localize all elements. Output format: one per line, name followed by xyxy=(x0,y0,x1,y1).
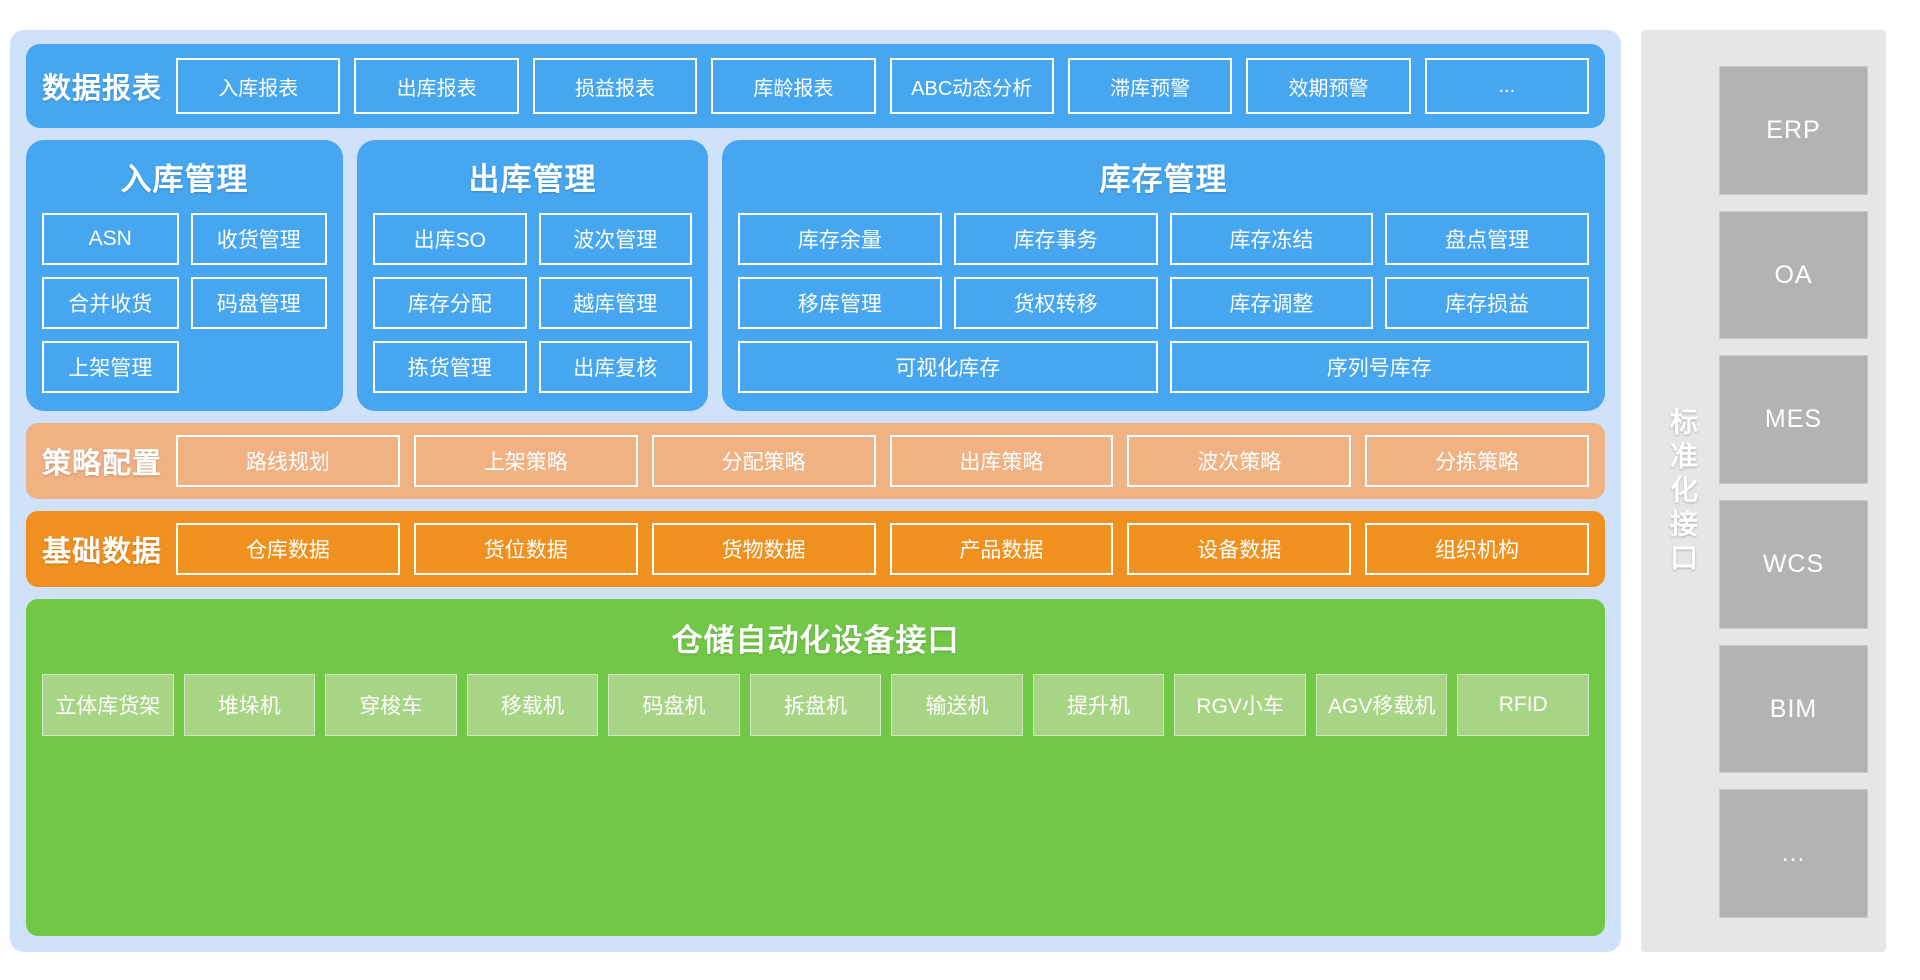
base-data-title: 基础数据 xyxy=(42,536,163,568)
data-reports-title: 数据报表 xyxy=(42,73,163,105)
inbound-title: 入库管理 xyxy=(120,162,249,197)
inbound-chip-receipt[interactable]: 收货管理 xyxy=(190,213,327,265)
strategy-chip-sorting[interactable]: 分拣策略 xyxy=(1365,435,1589,487)
strategy-chip-putaway[interactable]: 上架策略 xyxy=(413,435,638,487)
automation-title: 仓储自动化设备接口 xyxy=(671,623,960,658)
inbound-chip-empty xyxy=(191,341,328,393)
system-chip-more[interactable]: ... xyxy=(1719,789,1868,919)
base-data-row: 基础数据 仓库数据 货位数据 货物数据 产品数据 设备数据 组织机构 xyxy=(26,511,1605,587)
device-chip-palletizer[interactable]: 码盘机 xyxy=(608,674,740,736)
main-panel: 数据报表 入库报表 出库报表 损益报表 库龄报表 ABC动态分析 滞库预警 效期… xyxy=(10,30,1621,952)
basedata-chip-device[interactable]: 设备数据 xyxy=(1127,523,1352,575)
outbound-chip-allocation[interactable]: 库存分配 xyxy=(373,277,527,329)
data-reports-row: 数据报表 入库报表 出库报表 损益报表 库龄报表 ABC动态分析 滞库预警 效期… xyxy=(26,44,1605,128)
inbound-chip-asn[interactable]: ASN xyxy=(42,213,179,265)
basedata-chip-goods[interactable]: 货物数据 xyxy=(651,523,876,575)
report-chip-aging[interactable]: 库龄报表 xyxy=(711,58,876,114)
strategy-chip-route[interactable]: 路线规划 xyxy=(176,435,400,487)
system-chip-oa[interactable]: OA xyxy=(1719,210,1868,340)
system-chip-bim[interactable]: BIM xyxy=(1719,644,1868,774)
device-chip-lifter[interactable]: 提升机 xyxy=(1032,674,1165,736)
inbound-chip-merge-receipt[interactable]: 合并收货 xyxy=(42,277,179,329)
device-chip-rgv[interactable]: RGV小车 xyxy=(1174,674,1306,736)
report-chip-outbound[interactable]: 出库报表 xyxy=(354,58,519,114)
stock-title: 库存管理 xyxy=(1099,162,1228,197)
stock-chip-adjustment[interactable]: 库存调整 xyxy=(1169,277,1374,329)
outbound-title: 出库管理 xyxy=(468,162,597,197)
stock-row-2: 移库管理 货权转移 库存调整 库存损益 xyxy=(738,277,1589,329)
report-chip-abc[interactable]: ABC动态分析 xyxy=(889,58,1054,114)
outbound-chip-wave[interactable]: 波次管理 xyxy=(538,213,692,265)
stock-chip-visual[interactable]: 可视化库存 xyxy=(738,341,1158,393)
stock-chip-transaction[interactable]: 库存事务 xyxy=(953,213,1158,265)
automation-device-grid: 立体库货架 堆垛机 穿梭车 移载机 码盘机 拆盘机 输送机 提升机 RGV小车 … xyxy=(42,674,1590,736)
inbound-row-3: 上架管理 xyxy=(42,341,327,393)
stock-chip-balance[interactable]: 库存余量 xyxy=(738,213,942,265)
device-chip-agv[interactable]: AGV移载机 xyxy=(1315,674,1448,736)
management-row: 入库管理 ASN 收货管理 合并收货 码盘管理 上架管理 出库管理 出库 xyxy=(26,140,1605,411)
inbound-row-1: ASN 收货管理 xyxy=(42,213,327,265)
stock-chip-ownership[interactable]: 货权转移 xyxy=(953,277,1158,329)
device-chip-rfid[interactable]: RFID xyxy=(1457,674,1590,736)
device-chip-asrs-rack[interactable]: 立体库货架 xyxy=(42,674,174,736)
system-chip-erp[interactable]: ERP xyxy=(1719,66,1868,195)
strategy-chip-outbound[interactable]: 出库策略 xyxy=(889,435,1114,487)
outbound-chip-crossdock[interactable]: 越库管理 xyxy=(538,277,692,329)
device-chip-shuttle[interactable]: 穿梭车 xyxy=(325,674,457,736)
outbound-row-3: 拣货管理 出库复核 xyxy=(373,341,692,393)
outbound-chip-picking[interactable]: 拣货管理 xyxy=(373,341,527,393)
inbound-chip-putaway[interactable]: 上架管理 xyxy=(42,341,179,393)
sidebar-system-list: ERP OA MES WCS BIM ... xyxy=(1719,66,1868,919)
basedata-chip-org[interactable]: 组织机构 xyxy=(1365,523,1589,575)
system-chip-mes[interactable]: MES xyxy=(1719,355,1868,485)
inbound-management-card: 入库管理 ASN 收货管理 合并收货 码盘管理 上架管理 xyxy=(26,140,343,411)
stock-row-3: 可视化库存 序列号库存 xyxy=(738,341,1589,393)
outbound-row-1: 出库SO 波次管理 xyxy=(373,213,692,265)
report-chip-pnl[interactable]: 损益报表 xyxy=(532,58,698,114)
report-chip-inbound[interactable]: 入库报表 xyxy=(176,58,341,114)
stock-chip-transfer[interactable]: 移库管理 xyxy=(738,277,942,329)
inbound-row-2: 合并收货 码盘管理 xyxy=(42,277,327,329)
device-chip-transfer[interactable]: 移载机 xyxy=(466,674,599,736)
strategy-config-title: 策略配置 xyxy=(42,448,163,480)
strategy-config-row: 策略配置 路线规划 上架策略 分配策略 出库策略 波次策略 分拣策略 xyxy=(26,423,1605,499)
outbound-management-card: 出库管理 出库SO 波次管理 库存分配 越库管理 拣货管理 出库复核 xyxy=(357,140,708,411)
outbound-chip-so[interactable]: 出库SO xyxy=(373,213,527,265)
device-chip-conveyor[interactable]: 输送机 xyxy=(891,674,1023,736)
basedata-chip-warehouse[interactable]: 仓库数据 xyxy=(176,523,400,575)
stock-chip-profit-loss[interactable]: 库存损益 xyxy=(1385,277,1589,329)
report-chip-slow-alert[interactable]: 滞库预警 xyxy=(1067,58,1233,114)
device-chip-stacker[interactable]: 堆垛机 xyxy=(183,674,316,736)
report-chip-more[interactable]: ... xyxy=(1424,58,1590,114)
report-chip-expiry[interactable]: 效期预警 xyxy=(1246,58,1411,114)
strategy-chip-allocate[interactable]: 分配策略 xyxy=(651,435,876,487)
basedata-chip-product[interactable]: 产品数据 xyxy=(889,523,1114,575)
basedata-chip-location[interactable]: 货位数据 xyxy=(413,523,638,575)
outbound-chip-recheck[interactable]: 出库复核 xyxy=(538,341,692,393)
outbound-row-2: 库存分配 越库管理 xyxy=(373,277,692,329)
strategy-chip-wave[interactable]: 波次策略 xyxy=(1127,435,1352,487)
stock-management-card: 库存管理 库存余量 库存事务 库存冻结 盘点管理 移库管理 货权转移 库存调整 … xyxy=(722,140,1605,411)
stock-row-1: 库存余量 库存事务 库存冻结 盘点管理 xyxy=(738,213,1589,265)
automation-interface-section: 仓储自动化设备接口 立体库货架 堆垛机 穿梭车 移载机 码盘机 拆盘机 输送机 … xyxy=(26,599,1605,936)
device-chip-depalletizer[interactable]: 拆盘机 xyxy=(749,674,882,736)
system-chip-wcs[interactable]: WCS xyxy=(1719,500,1868,629)
inbound-chip-palletize[interactable]: 码盘管理 xyxy=(190,277,327,329)
stock-chip-freeze[interactable]: 库存冻结 xyxy=(1169,213,1374,265)
stock-chip-serial[interactable]: 序列号库存 xyxy=(1169,341,1589,393)
stock-chip-counting[interactable]: 盘点管理 xyxy=(1385,213,1589,265)
standard-interface-sidebar: 标准化接口 ERP OA MES WCS BIM ... xyxy=(1641,30,1886,952)
sidebar-vertical-label: 标准化接口 xyxy=(1667,407,1698,577)
